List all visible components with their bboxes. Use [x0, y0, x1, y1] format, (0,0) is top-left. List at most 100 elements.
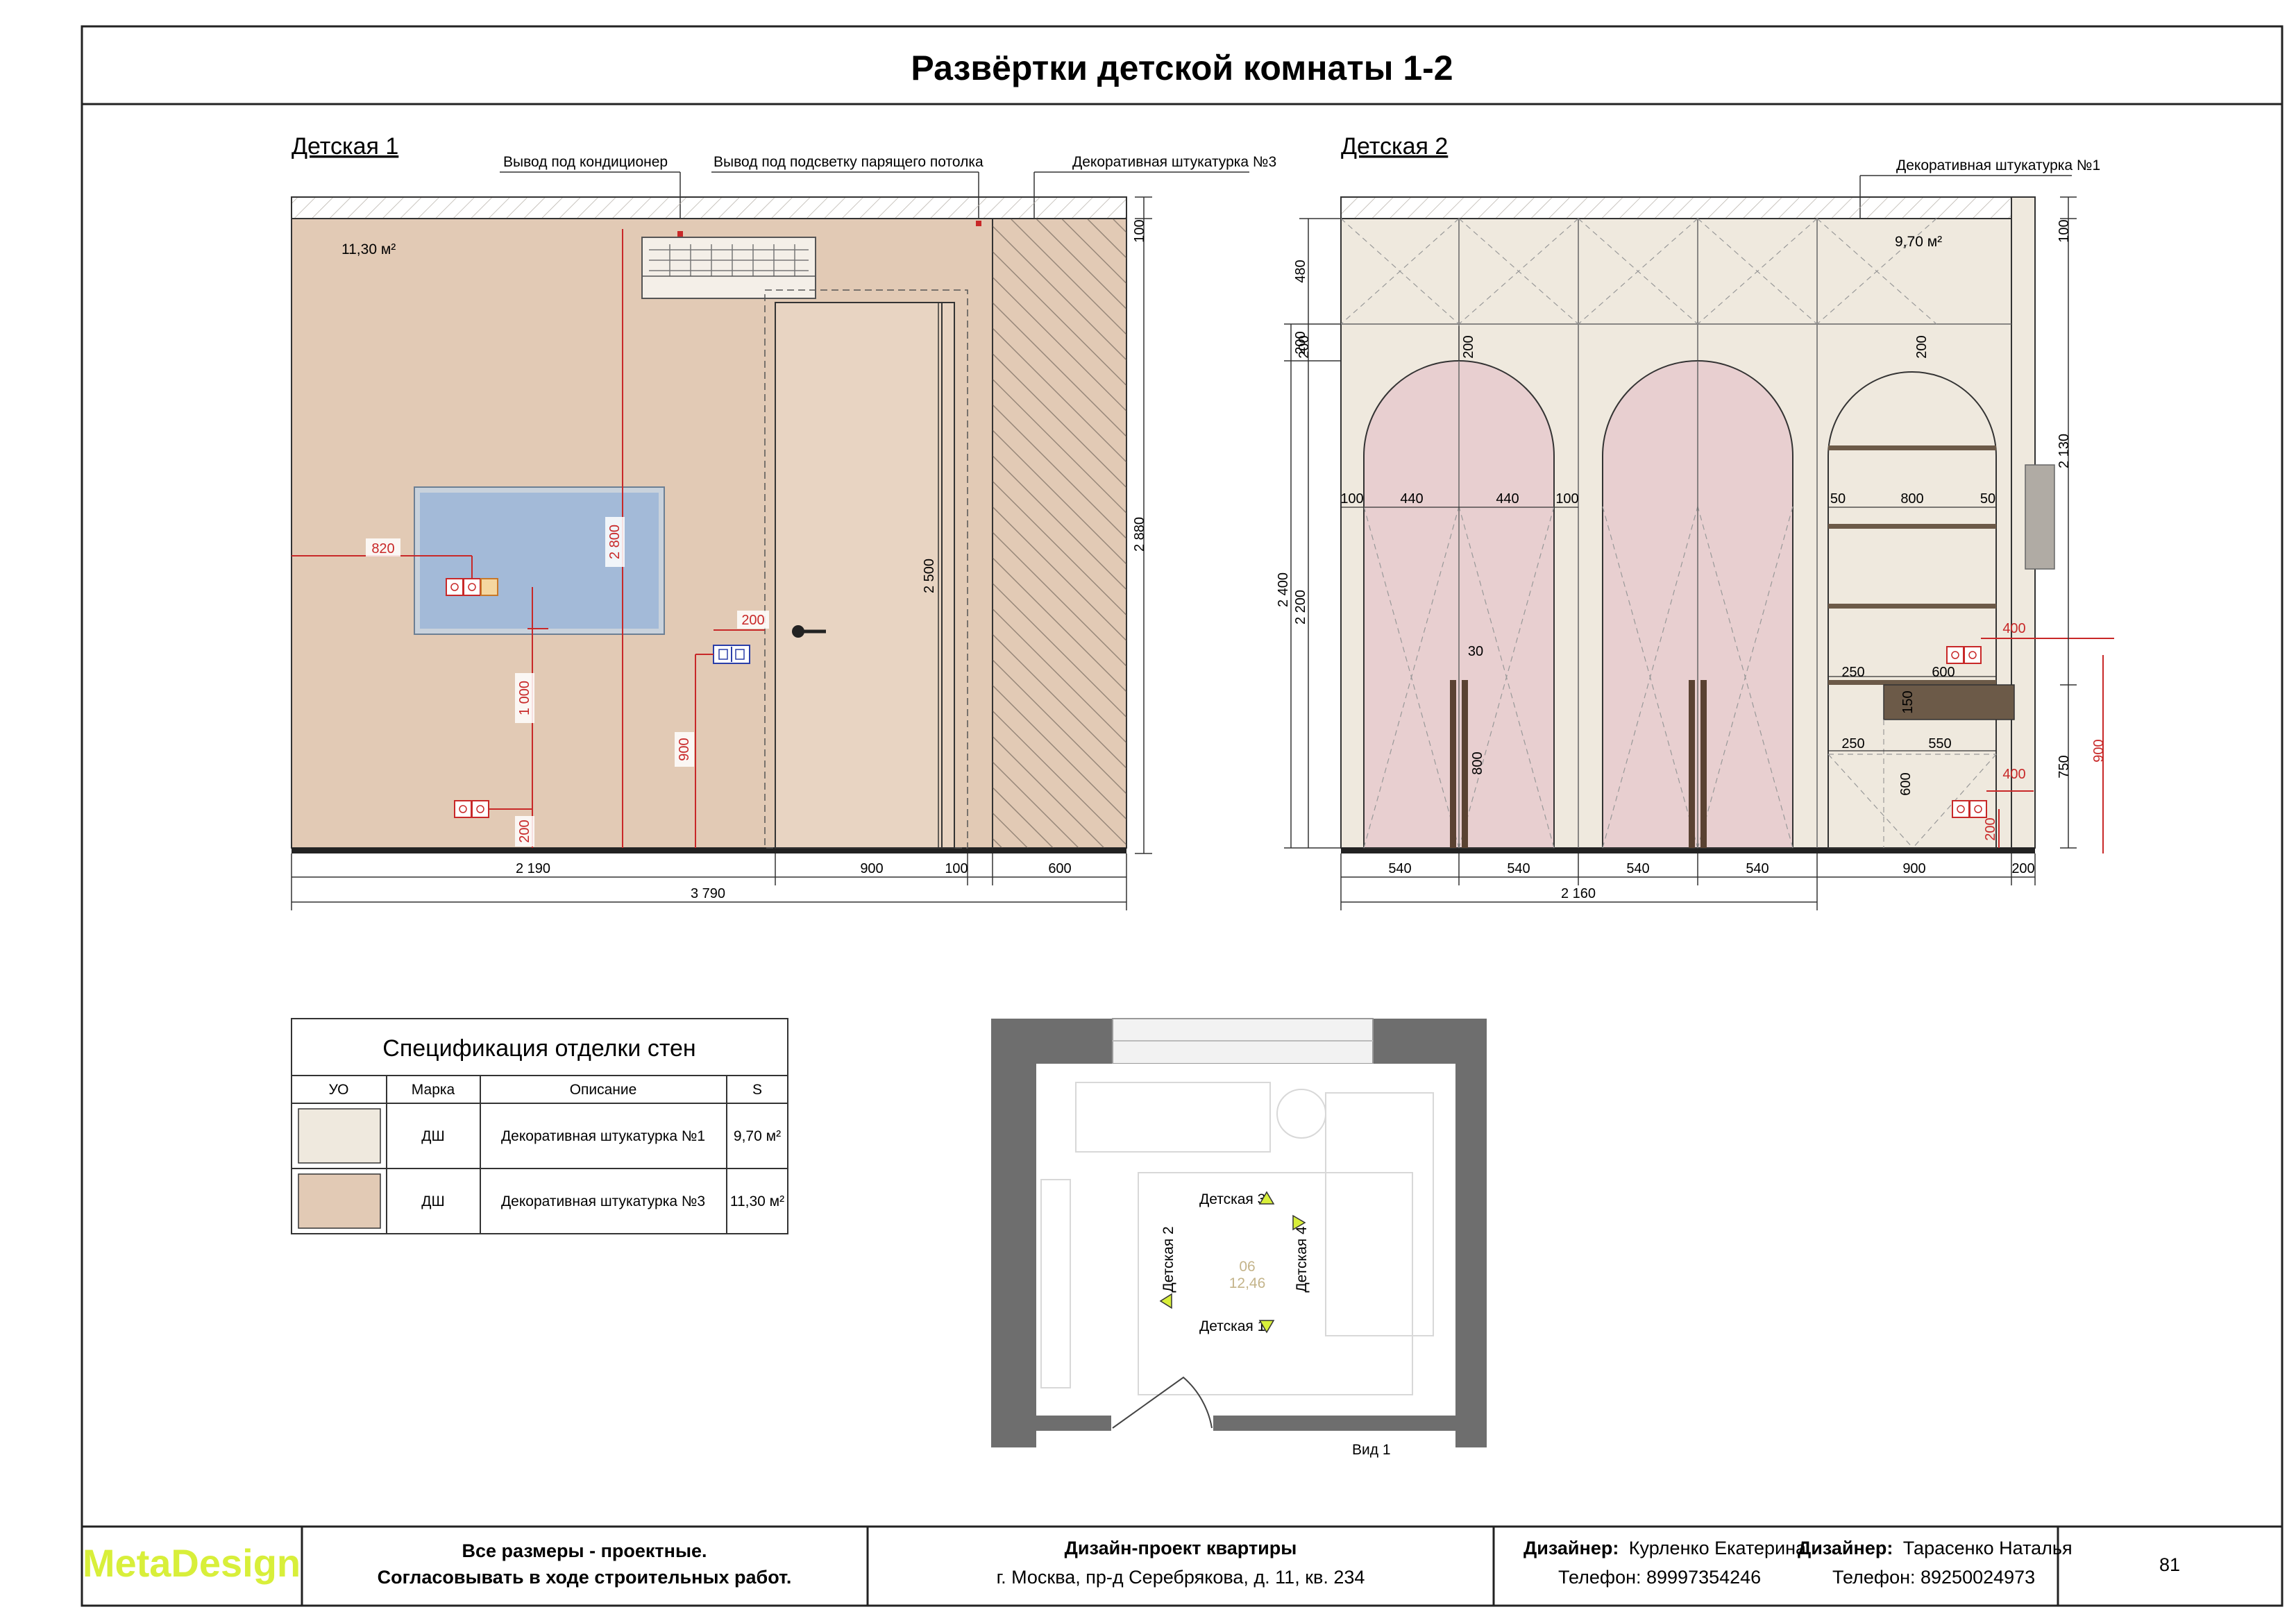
dim-2200: 2 200	[1293, 590, 1308, 624]
plan-room-area: 12,46	[1229, 1275, 1266, 1291]
bottom-dims-1	[291, 853, 1127, 910]
floor-plan: Детская 3 Детская 1 Детская 2 Детская 4 …	[991, 1018, 1487, 1458]
area-label-1: 11,30 м²	[341, 241, 396, 257]
spec-header-mark: Марка	[412, 1082, 455, 1098]
plan-label-child-4: Детская 4	[1294, 1226, 1310, 1293]
plan-marker-child-2	[1159, 1293, 1172, 1309]
plan-view-label: Вид 1	[1352, 1442, 1391, 1458]
dim-row-440-a: 440	[1400, 491, 1423, 507]
plan-wall-left	[991, 1019, 1036, 1447]
dim-left-200: 200	[1293, 331, 1308, 354]
footer-designer-2-name: Тарасенко Наталья	[1903, 1538, 2073, 1558]
light-switch	[713, 645, 750, 664]
callout-plaster-3: Декоративная штукатурка №3	[1072, 154, 1276, 170]
right-dims-2	[2060, 196, 2077, 849]
dim-400-bottom: 400	[2002, 767, 2025, 782]
elevation-2: Детская 2 Декоративная штукатурка №1	[1276, 133, 2114, 910]
dim-3790: 3 790	[691, 886, 725, 901]
footer-designer-1: Дизайнер: Курленко Екатерина	[1523, 1538, 1807, 1558]
dim-900-door: 900	[860, 861, 883, 876]
dim-480: 480	[1293, 260, 1308, 282]
dim-shelf-600-v: 600	[1898, 772, 1914, 795]
dim-540-1: 540	[1388, 861, 1411, 876]
niche-desk-drawer	[1883, 684, 2015, 720]
bottom-dims-2	[1340, 853, 2036, 910]
dim-handle-30: 30	[1468, 644, 1483, 659]
floor-line-1	[292, 848, 1126, 853]
niche-shelves	[1828, 445, 1996, 685]
dim-200-col: 200	[2011, 861, 2034, 876]
left-dims-2	[1284, 218, 1341, 849]
dim-900: 900	[677, 738, 692, 760]
dim-200-low-group: 200	[515, 816, 534, 847]
dim-200-niche: 200	[1983, 817, 1998, 840]
dim-2190: 2 190	[516, 861, 550, 876]
dim-540-3: 540	[1626, 861, 1649, 876]
handle-left-a	[1450, 680, 1456, 848]
outlet-niche-bottom	[1952, 800, 1987, 818]
arch-x-lines	[1363, 506, 1793, 849]
dim-750: 750	[2057, 755, 2072, 778]
spec-swatch-2	[298, 1173, 381, 1229]
page-number: 81	[2159, 1554, 2180, 1575]
spec-row-2-area: 11,30 м²	[730, 1193, 784, 1209]
dim-100-top: 100	[1132, 219, 1147, 242]
plan-marker-child-3	[1258, 1191, 1275, 1205]
spec-table	[291, 1018, 788, 1234]
footer-project-title: Дизайн-проект квартиры	[1065, 1538, 1297, 1558]
dim-right-100: 100	[2057, 219, 2072, 242]
plan-label-child-3: Детская 3	[1199, 1191, 1265, 1207]
plan-label-child-1: Детская 1	[1199, 1318, 1265, 1334]
callout-ac: Вывод под кондиционер	[503, 154, 668, 170]
dim-900-niche-w: 900	[1902, 861, 1925, 876]
handle-mid-a	[1689, 680, 1695, 848]
wardrobe-upper-x	[1340, 218, 1937, 325]
spec-row-2-mark: ДШ	[421, 1193, 444, 1209]
dim-arch-200-2: 200	[1914, 335, 1930, 358]
ac-outlet-marker	[677, 231, 683, 237]
dim-shelf-600: 600	[1932, 665, 1955, 680]
spec-row-1-mark: ДШ	[421, 1128, 444, 1144]
red-dims-2	[1981, 638, 2114, 853]
dim-200-low: 200	[517, 819, 532, 842]
elevation-1: Детская 1 Вывод под кондиционер Вывод по…	[291, 133, 1276, 910]
spec-row-1-area: 9,70 м²	[734, 1128, 781, 1144]
dim-820-label-bg	[366, 538, 400, 556]
arch-niche	[1827, 371, 1997, 849]
door-leaf	[775, 302, 943, 849]
callout-lighting: Вывод под подсветку парящего потолка	[714, 154, 984, 170]
dim-2800-group: 2 800	[605, 517, 625, 567]
dim-handle-800: 800	[1470, 751, 1485, 774]
dim-100-frame: 100	[945, 861, 968, 876]
handle-mid-b	[1700, 680, 1707, 848]
dim-shelf-250-b: 250	[1841, 736, 1864, 751]
wall-hatched-pattern	[993, 219, 1126, 848]
dim-600: 600	[1048, 861, 1071, 876]
footer-designer-1-label: Дизайнер:	[1523, 1538, 1619, 1558]
dim-arch-200-1: 200	[1461, 335, 1476, 358]
spec-header-uo: УО	[329, 1082, 349, 1098]
footer-designer-2-label: Дизайнер:	[1798, 1538, 1893, 1558]
dim-1000: 1 000	[517, 681, 532, 715]
footer-designer-2-phone: Телефон: 89250024973	[1832, 1567, 2035, 1588]
sheet-frame	[81, 25, 2284, 1607]
dim-2880: 2 880	[1132, 517, 1147, 552]
dim-row-100-a: 100	[1340, 491, 1363, 507]
handle-left-b	[1462, 680, 1468, 848]
plan-room-num: 06	[1239, 1259, 1255, 1275]
outlet-niche-top	[1946, 646, 1982, 664]
logo: MetaDesign	[83, 1541, 301, 1585]
footer-address: г. Москва, пр-д Серебрякова, д. 11, кв. …	[997, 1567, 1365, 1588]
wall-device	[2025, 464, 2055, 570]
dim-2800: 2 800	[607, 525, 623, 559]
spec-swatch-1	[298, 1108, 381, 1164]
dim-row-800: 800	[1900, 491, 1923, 507]
plan-wall-right	[1455, 1019, 1487, 1447]
dim-row-440-b: 440	[1496, 491, 1519, 507]
dim-540-2: 540	[1507, 861, 1530, 876]
ac-grille	[649, 244, 809, 276]
ceiling-band-1	[291, 196, 1127, 219]
black-dims-1	[938, 196, 1152, 854]
footer-designer-1-phone: Телефон: 89997354246	[1558, 1567, 1761, 1588]
